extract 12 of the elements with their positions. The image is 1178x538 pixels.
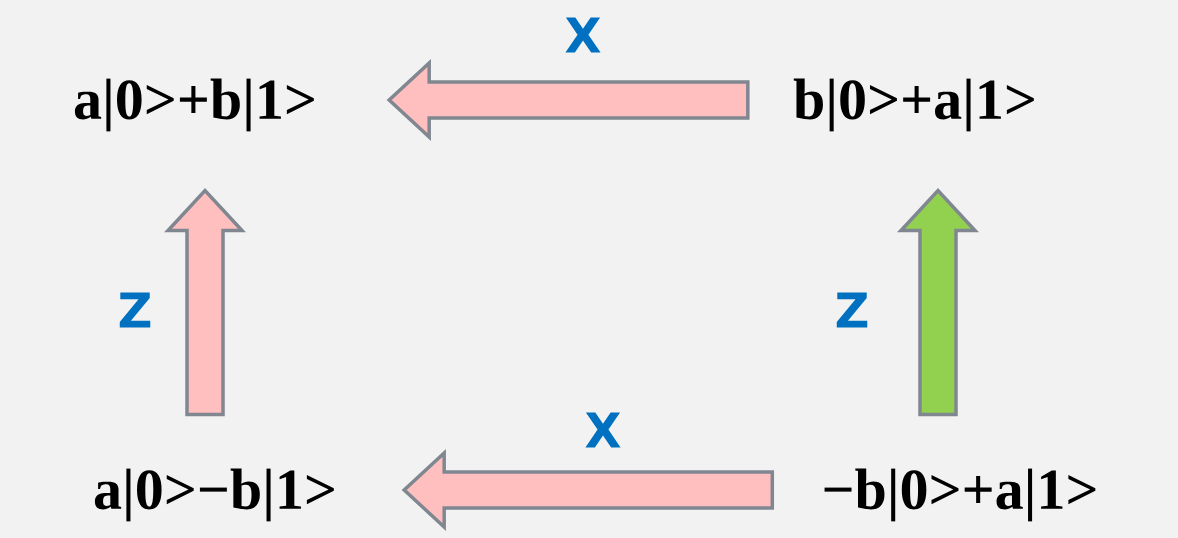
state-label: b|0>+a|1> [793,78,1034,132]
block-arrow [897,188,979,417]
block-arrow [386,59,750,141]
state-label: a|0>+b|1> [74,78,314,132]
edge-label: Z [119,292,151,328]
state-label: a|0>−b|1> [94,468,334,522]
block-arrow [401,448,775,531]
edge-label: Z [836,292,868,328]
edge-label: X [585,412,621,448]
block-arrow [164,188,246,417]
edge-label: X [565,17,601,53]
state-label: −b|0>+a|1> [824,468,1096,522]
